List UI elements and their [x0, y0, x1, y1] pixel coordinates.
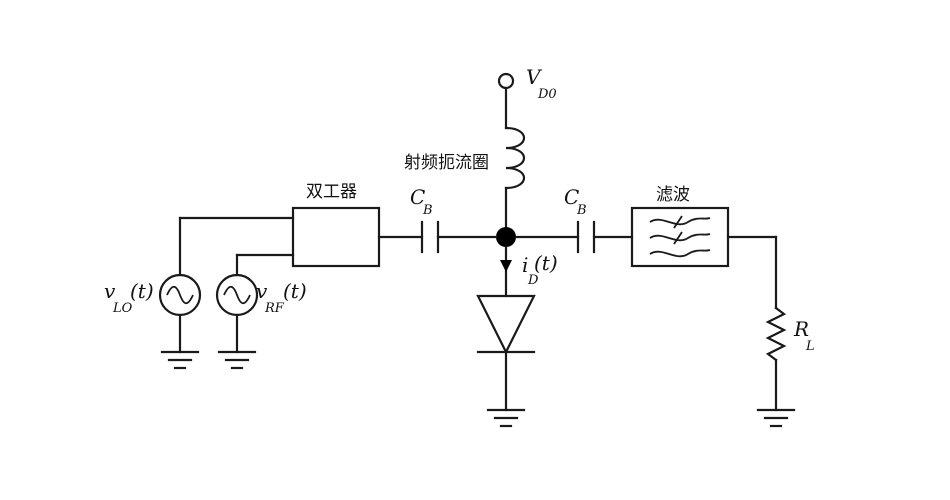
- filter-wave-symbols: [649, 215, 711, 258]
- lo-sine-icon: [166, 285, 194, 305]
- vdo-terminal: [497, 72, 515, 90]
- ground-load-icon: [756, 408, 796, 428]
- vrf-subscript: RF: [264, 301, 285, 316]
- junction-node: [496, 227, 516, 247]
- rl-label: R: [793, 317, 809, 341]
- diplexer-box: [291, 206, 381, 268]
- vrf-label: v: [256, 279, 268, 303]
- cb-right-subscript: B: [576, 203, 587, 218]
- ground-diode-icon: [486, 408, 526, 428]
- vlo-label: v: [104, 279, 116, 303]
- cb-left-label: C: [410, 185, 425, 209]
- rl-subscript: L: [805, 339, 815, 354]
- id-arg: (t): [534, 251, 558, 275]
- load-resistor: [765, 306, 787, 362]
- vrf-arg: (t): [283, 279, 307, 303]
- diplexer-label: 双工器: [306, 182, 357, 202]
- diode-triangle: [476, 294, 536, 355]
- cb-right-label: C: [564, 185, 579, 209]
- cb-left-subscript: B: [422, 203, 433, 218]
- rf-sine-icon: [223, 285, 251, 305]
- ground-rf-icon: [217, 350, 257, 370]
- id-label: i: [522, 253, 528, 277]
- vlo-subscript: LO: [112, 301, 133, 316]
- vdo-label: V: [526, 65, 543, 89]
- filter-label: 滤波: [656, 185, 690, 205]
- filter-box: [630, 206, 730, 268]
- current-arrow: [500, 260, 512, 272]
- vdo-subscript: D0: [537, 87, 557, 102]
- rf-choke-inductor: [504, 126, 525, 190]
- id-subscript: D: [527, 273, 539, 288]
- vlo-arg: (t): [130, 279, 154, 303]
- ground-lo-icon: [160, 350, 200, 370]
- choke-label: 射频扼流圈: [404, 153, 489, 173]
